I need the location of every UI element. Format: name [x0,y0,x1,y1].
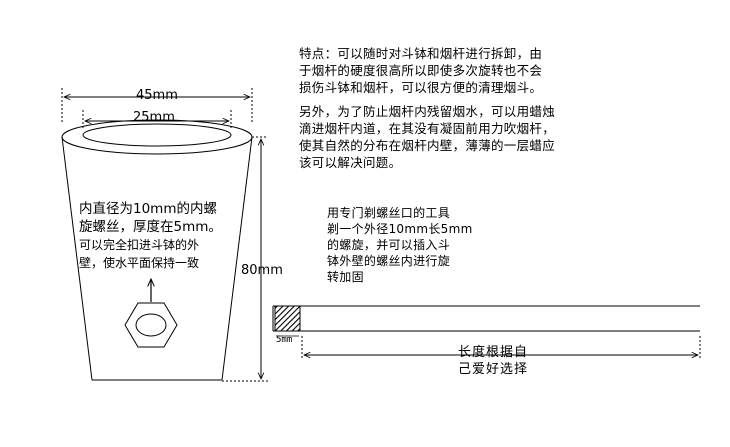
stem-length-note: 长度根据自 己爱好选择 [458,345,529,377]
bowl-rim-outer [61,119,253,155]
bowl-rim-inner [82,123,232,147]
features-note: 特点：可以随时对斗钵和烟杆进行拆卸，由 于烟杆的硬度很高所以即使多次旋转也不会 … [299,46,543,95]
dim-80mm-label: 80mm [241,263,283,278]
bowl-side-left [61,136,93,381]
hex-nut-hole [135,313,167,337]
wax-note: 另外，为了防止烟杆内残留烟水，可以用蜡烛 滴进烟杆内道，在其没有凝固前用力吹烟杆… [299,104,556,170]
dim-45mm-label: 45mm [136,88,178,103]
stem-thread-hatch [274,305,301,332]
bowl-thread-note: 内直径为10mm的内螺 旋螺丝，厚度在5mm。 可以完全扣进斗钵的外 壁，使水平… [79,201,222,270]
stem-tool-note: 用专门剃螺丝口的工具 剃一个外径10mm长5mm 的螺旋，并可以插入斗 钵外壁的… [327,206,473,284]
bowl-dimensions [61,88,268,382]
bowl-side-right [221,136,253,381]
dim-5mm-label: 5mm [276,335,293,345]
dim-25mm-label: 25mm [133,110,175,125]
hex-nut-outline [124,302,178,348]
stem-drawing [272,305,701,360]
